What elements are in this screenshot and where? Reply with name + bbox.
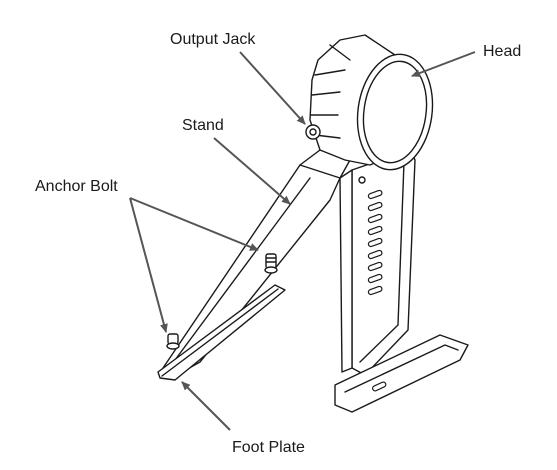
- anchor-bolt-lower: [166, 333, 180, 350]
- label-head: Head: [483, 43, 521, 60]
- label-foot-plate: Foot Plate: [232, 439, 305, 456]
- arrow-anchor-bolt-upper: [129, 197, 259, 251]
- arrow-foot-plate: [181, 381, 231, 431]
- label-output-jack: Output Jack: [170, 31, 256, 48]
- arrow-head: [411, 51, 476, 77]
- arrow-anchor-bolt-lower: [129, 197, 168, 333]
- vent-slots: [367, 189, 383, 296]
- anchor-bolt-upper: [264, 253, 278, 274]
- foot-plate-shape: [157, 284, 286, 381]
- arrow-stand: [213, 137, 291, 205]
- leader-lines: [129, 51, 476, 431]
- head-pad: [309, 34, 434, 171]
- label-stand: Stand: [182, 117, 224, 134]
- bracket-base: [334, 334, 469, 413]
- vertical-bracket: [339, 149, 416, 376]
- output-jack-shape: [305, 124, 321, 140]
- stand-arm: [162, 149, 351, 377]
- bracket-screw: [358, 176, 366, 184]
- label-anchor-bolt: Anchor Bolt: [35, 178, 118, 195]
- arrow-output-jack: [239, 51, 306, 125]
